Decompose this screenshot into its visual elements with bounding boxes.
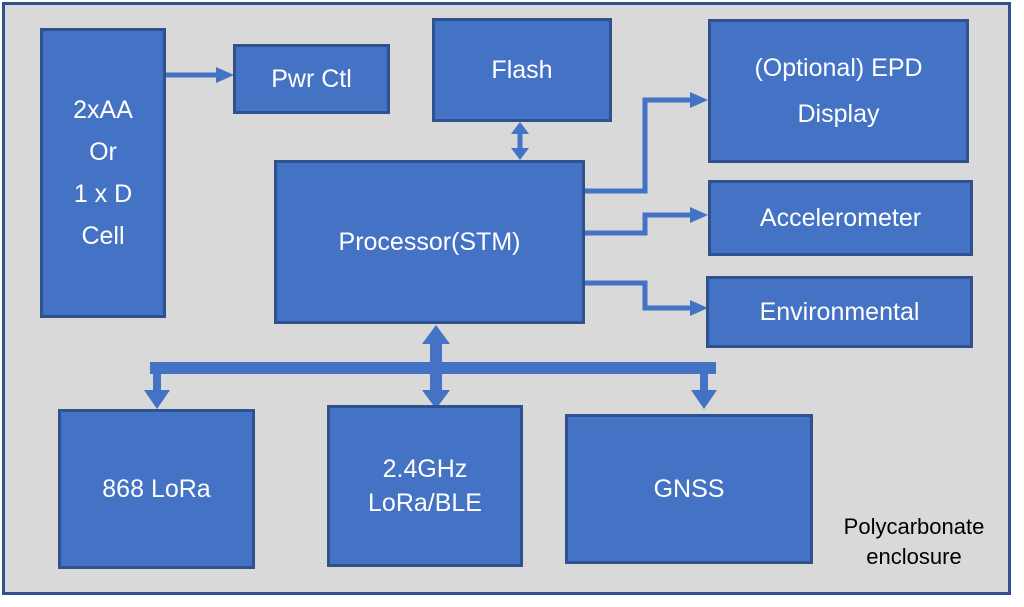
processor-block: Processor(STM) xyxy=(274,160,585,324)
battery-line-3: 1 x D xyxy=(73,180,133,208)
lora24-line-1: 2.4GHz xyxy=(382,455,468,483)
processor-label: Processor(STM) xyxy=(338,228,521,256)
epd-display-block: (Optional) EPD Display xyxy=(708,19,969,163)
epd-line-2: Display xyxy=(797,100,880,128)
arrow-proc-to-accel xyxy=(584,212,692,236)
lora868-label: 868 LoRa xyxy=(102,475,211,503)
lora24-line-2: LoRa/BLE xyxy=(368,489,482,517)
battery-line-4: Cell xyxy=(81,222,125,250)
lora868-block: 868 LoRa xyxy=(58,409,255,569)
gnss-block: GNSS xyxy=(565,414,813,564)
epd-line-1: (Optional) EPD xyxy=(754,54,923,82)
flash-block: Flash xyxy=(432,18,612,122)
environmental-label: Environmental xyxy=(759,298,920,326)
battery-line-2: Or xyxy=(89,138,117,166)
enclosure-note-line-2: enclosure xyxy=(866,543,962,569)
pwr-ctl-block: Pwr Ctl xyxy=(233,44,390,114)
accelerometer-block: Accelerometer xyxy=(708,180,973,256)
arrow-proc-to-env xyxy=(584,280,692,311)
lora24-ble-block: 2.4GHz LoRa/BLE xyxy=(327,405,523,567)
accelerometer-label: Accelerometer xyxy=(759,204,922,232)
environmental-block: Environmental xyxy=(706,276,973,348)
flash-label: Flash xyxy=(491,56,553,84)
arrow-proc-to-epd xyxy=(584,97,692,194)
enclosure-note-line-1: Polycarbonate xyxy=(843,514,985,539)
battery-block: 2xAA Or 1 x D Cell xyxy=(40,28,166,318)
enclosure-note: Polycarbonate enclosure xyxy=(824,512,1004,571)
battery-line-1: 2xAA xyxy=(73,96,133,124)
pwr-ctl-label: Pwr Ctl xyxy=(271,65,352,93)
gnss-label: GNSS xyxy=(653,475,725,503)
